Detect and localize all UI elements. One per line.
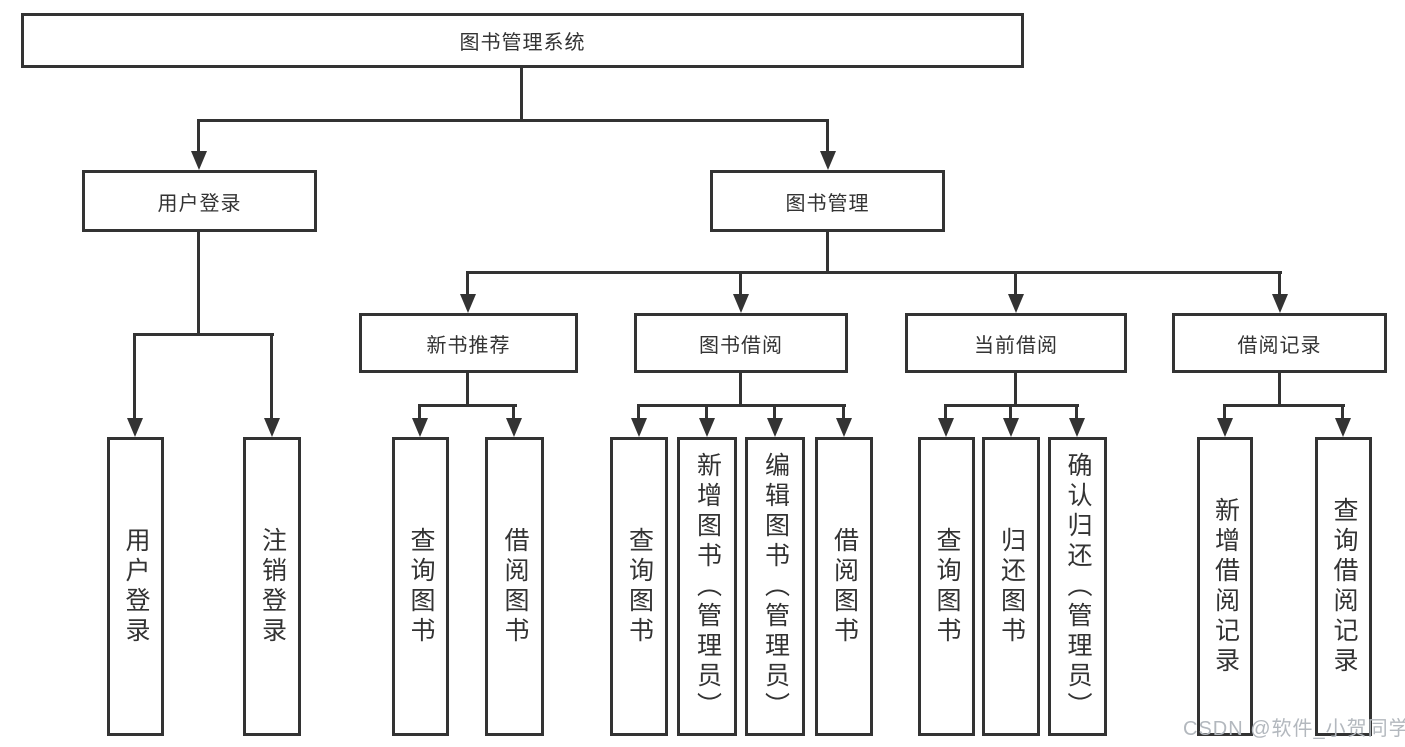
- leaf-add-book-admin: 新增图书（管理员）: [677, 437, 737, 736]
- connector-g2-c1-shaft: [705, 404, 708, 421]
- arrow-down-book-mgmt: [820, 151, 836, 170]
- node-current-borrowing: 当前借阅: [905, 313, 1127, 373]
- arrow-down-g4-c1: [1335, 418, 1351, 437]
- connector-g4-c1-shaft: [1341, 404, 1344, 421]
- leaf-borrow-books-borrowing: 借阅图书: [815, 437, 873, 736]
- watermark: CSDN @软件_小贺同学: [1183, 718, 1405, 740]
- connector-g4-drop-vline: [1278, 373, 1281, 407]
- connector-g3-c1-shaft: [1009, 404, 1012, 421]
- connector-user-login-hline: [133, 333, 274, 336]
- arrow-down-g2-c0: [631, 418, 647, 437]
- connector-current-borrow-shaft: [1014, 271, 1017, 297]
- leaf-query-books-borrowing: 查询图书: [610, 437, 668, 736]
- leaf-query-borrow-record: 查询借阅记录: [1315, 437, 1372, 736]
- leaf-query-books-current: 查询图书: [918, 437, 975, 736]
- arrow-down-new-book: [460, 294, 476, 313]
- arrow-down-current-borrow: [1008, 294, 1024, 313]
- connector-g4-c0-shaft: [1223, 404, 1226, 421]
- connector-g1-c0-shaft: [418, 404, 421, 421]
- connector-g3-c0-shaft: [944, 404, 947, 421]
- node-borrowing-records: 借阅记录: [1172, 313, 1387, 373]
- connector-g3-c2-shaft: [1075, 404, 1078, 421]
- connector-g1-drop-vline: [466, 373, 469, 407]
- arrow-down-book-borrow: [733, 294, 749, 313]
- connector-level2-hline: [197, 119, 829, 122]
- arrow-down-g2-c3: [836, 418, 852, 437]
- leaf-edit-book-admin: 编辑图书（管理员）: [745, 437, 805, 736]
- node-user-login: 用户登录: [82, 170, 317, 232]
- connector-g2-hline: [637, 404, 846, 407]
- leaf-add-borrow-record: 新增借阅记录: [1197, 437, 1253, 736]
- connector-root-drop-vline: [520, 68, 523, 121]
- connector-g2-c2-shaft: [773, 404, 776, 421]
- arrow-down-g1-c1: [506, 418, 522, 437]
- connector-g2-c3-shaft: [842, 404, 845, 421]
- node-book-borrowing: 图书借阅: [634, 313, 848, 373]
- arrow-down-g1-c0: [412, 418, 428, 437]
- connector-g1-hline: [418, 404, 517, 407]
- leaf-user-login: 用户登录: [107, 437, 164, 736]
- connector-g1-c1-shaft: [512, 404, 515, 421]
- connector-user-login-shaft: [197, 119, 200, 153]
- arrow-down-g2-c2: [767, 418, 783, 437]
- arrow-down-g3-c0: [938, 418, 954, 437]
- connector-g2-c0-shaft: [637, 404, 640, 421]
- leaf-confirm-return-admin: 确认归还（管理员）: [1048, 437, 1107, 736]
- leaf-logout: 注销登录: [243, 437, 301, 736]
- connector-new-book-shaft: [466, 271, 469, 297]
- leaf-borrow-books-recommend: 借阅图书: [485, 437, 544, 736]
- connector-borrow-record-shaft: [1278, 271, 1281, 297]
- connector-user-login-drop-vline: [197, 232, 200, 336]
- arrow-down-leaf-user-login: [127, 418, 143, 437]
- connector-leaf-logout-shaft: [270, 333, 273, 421]
- connector-book-mgmt-drop-vline: [826, 232, 829, 274]
- leaf-return-books: 归还图书: [982, 437, 1040, 736]
- node-new-book-recommend: 新书推荐: [359, 313, 578, 373]
- arrow-down-user-login: [191, 151, 207, 170]
- arrow-down-leaf-logout: [264, 418, 280, 437]
- connector-g2-drop-vline: [739, 373, 742, 407]
- connector-book-borrow-shaft: [739, 271, 742, 297]
- connector-book-mgmt-shaft: [826, 119, 829, 153]
- connector-level3-hline: [466, 271, 1282, 274]
- leaf-query-books-recommend: 查询图书: [392, 437, 449, 736]
- arrow-down-g4-c0: [1217, 418, 1233, 437]
- arrow-down-g3-c2: [1069, 418, 1085, 437]
- node-book-management: 图书管理: [710, 170, 945, 232]
- arrow-down-g2-c1: [699, 418, 715, 437]
- arrow-down-borrow-record: [1272, 294, 1288, 313]
- connector-leaf-user-login-shaft: [133, 333, 136, 421]
- connector-g3-drop-vline: [1014, 373, 1017, 407]
- connector-g4-hline: [1223, 404, 1345, 407]
- node-root: 图书管理系统: [21, 13, 1024, 68]
- arrow-down-g3-c1: [1003, 418, 1019, 437]
